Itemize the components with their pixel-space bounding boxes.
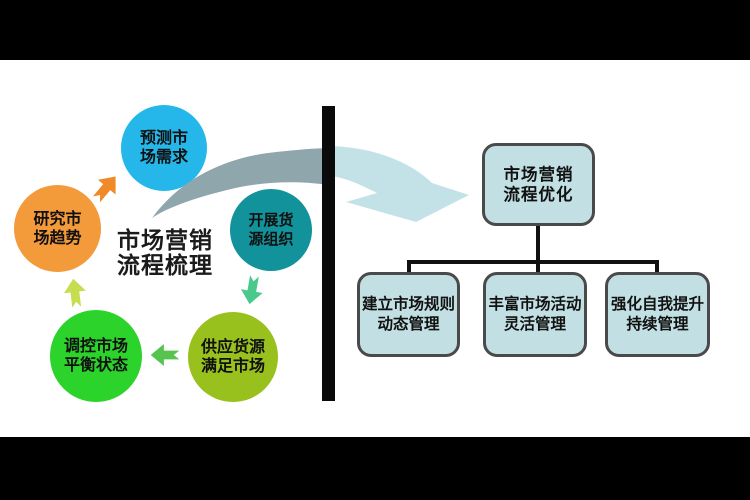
node-label-line: 开展货: [248, 212, 294, 229]
tree-child-box-self-improvement: 强化自我提升 持续管理: [605, 272, 710, 357]
cycle-title: 市场营销 流程梳理: [108, 228, 222, 278]
node-label-line: 平衡状态: [63, 357, 128, 374]
arrow-regulate-to-research-icon: [63, 278, 86, 308]
tree-child-label-line: 持续管理: [626, 315, 689, 333]
tree-child-label-line: 灵活管理: [503, 315, 566, 333]
tree-child-label-line: 建立市场规则: [361, 295, 455, 313]
tree-connector-stub-middle: [536, 262, 540, 273]
cycle-node-regulate-balance: 调控市场 平衡状态: [50, 310, 142, 402]
tree-root-label-line: 流程优化: [503, 185, 574, 204]
tree-root-box: 市场营销 流程优化: [482, 143, 595, 226]
node-label-line: 研究市: [33, 210, 82, 228]
node-label-line: 满足市场: [200, 358, 265, 375]
cycle-title-line: 流程梳理: [117, 252, 213, 278]
tree-connector-horizontal: [407, 260, 659, 264]
tree-child-box-activities: 丰富市场活动 灵活管理: [483, 272, 587, 357]
tree-child-label-line: 强化自我提升: [610, 295, 704, 313]
tree-connector-stub-left: [407, 262, 411, 273]
cycle-node-predict-demand: 预测市 场需求: [121, 105, 207, 191]
tree-connector-stub-right: [655, 262, 659, 273]
node-label-line: 调控市场: [63, 338, 128, 355]
cycle-node-supply-market: 供应货源 满足市场: [188, 312, 278, 402]
top-black-band: [0, 0, 750, 60]
node-label-line: 源组织: [248, 231, 294, 248]
node-label-line: 场趋势: [33, 229, 82, 247]
transition-swoosh-arrow-icon: [329, 146, 469, 222]
arrow-supply-to-regulate-icon: [150, 344, 180, 366]
node-label-line: 供应货源: [200, 339, 265, 356]
tree-connector-trunk: [536, 225, 540, 262]
tree-root-label-line: 市场营销: [503, 165, 574, 184]
node-label-line: 预测市: [139, 130, 188, 147]
divider-bar: [322, 106, 335, 401]
cycle-node-organize-supply: 开展货 源组织: [230, 189, 312, 271]
tree-child-box-rules: 建立市场规则 动态管理: [357, 272, 460, 357]
node-label-line: 场需求: [139, 149, 188, 166]
arrow-organize-to-supply-icon: [240, 275, 263, 305]
cycle-node-research-trends: 研究市 场趋势: [14, 185, 101, 272]
arrow-research-to-predict-icon: [92, 176, 116, 203]
bottom-black-band: [0, 437, 750, 500]
tree-child-label-line: 动态管理: [377, 315, 440, 333]
cycle-title-line: 市场营销: [117, 227, 213, 253]
tree-child-label-line: 丰富市场活动: [488, 295, 582, 313]
